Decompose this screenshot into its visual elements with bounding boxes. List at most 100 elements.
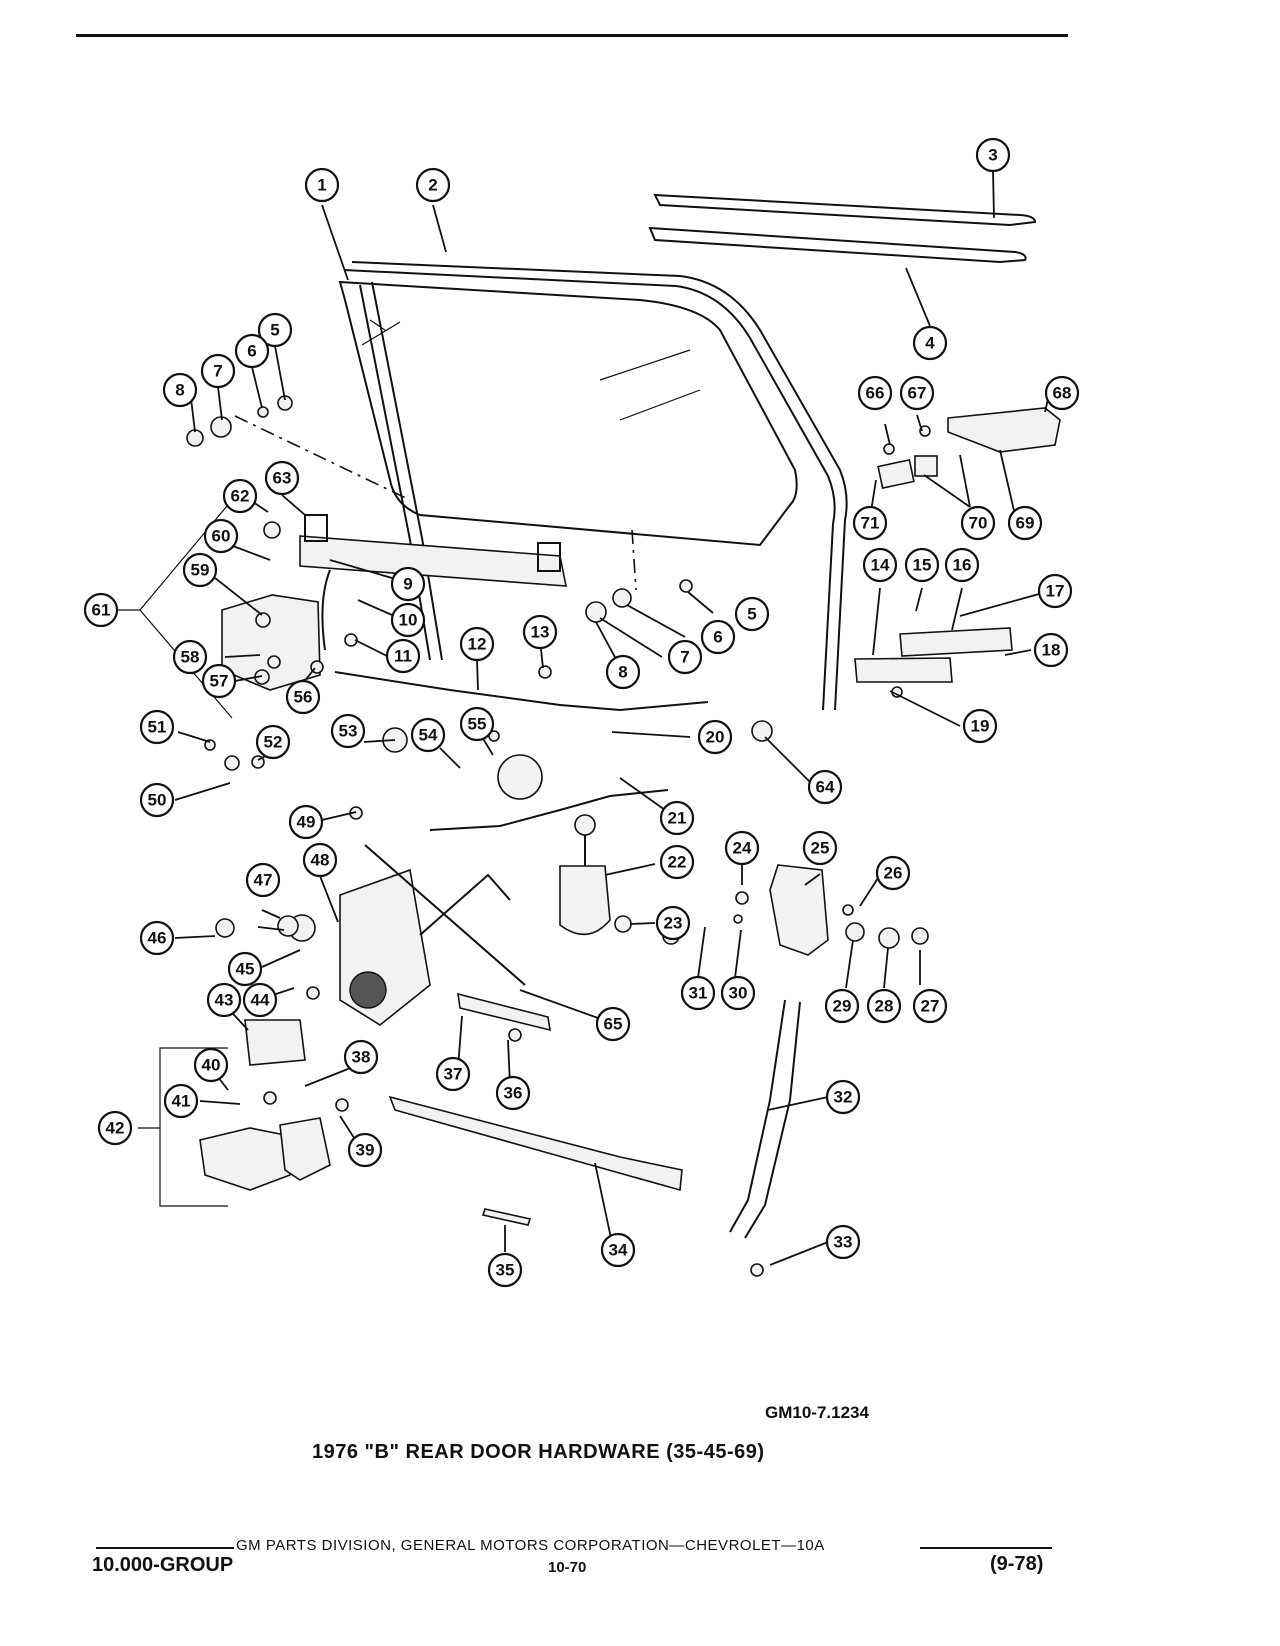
svg-text:56: 56	[294, 688, 313, 707]
callout-9: 9	[390, 566, 426, 602]
callout-44: 44	[242, 982, 278, 1018]
callout-19: 19	[962, 708, 998, 744]
svg-text:13: 13	[531, 623, 550, 642]
svg-text:62: 62	[231, 487, 250, 506]
svg-text:8: 8	[175, 381, 184, 400]
top-rule	[76, 34, 1068, 37]
svg-text:33: 33	[834, 1233, 853, 1252]
svg-text:6: 6	[247, 342, 256, 361]
callout-23: 23	[655, 905, 691, 941]
callout-20: 20	[697, 719, 733, 755]
callout-63: 63	[264, 460, 300, 496]
svg-text:36: 36	[504, 1084, 523, 1103]
bracket-42	[138, 1047, 228, 1207]
svg-text:6: 6	[713, 628, 722, 647]
lower-hinge-upper	[221, 594, 321, 691]
callout-41: 41	[163, 1083, 199, 1119]
svg-text:12: 12	[468, 635, 487, 654]
svg-text:38: 38	[352, 1048, 371, 1067]
callout-30: 30	[720, 975, 756, 1011]
callout-32: 32	[825, 1079, 861, 1115]
svg-text:65: 65	[604, 1015, 623, 1034]
callout-22: 22	[659, 844, 695, 880]
callout-13: 13	[522, 614, 558, 650]
svg-text:25: 25	[811, 839, 830, 858]
svg-text:51: 51	[148, 718, 167, 737]
small-fasteners	[186, 395, 931, 1277]
callout-38: 38	[343, 1039, 379, 1075]
callout-58: 58	[172, 639, 208, 675]
callout-36: 36	[495, 1075, 531, 1111]
svg-text:47: 47	[254, 871, 273, 890]
svg-text:60: 60	[212, 527, 231, 546]
door-glass	[338, 280, 798, 547]
svg-text:20: 20	[706, 728, 725, 747]
callout-16: 16	[944, 547, 980, 583]
callout-4: 4	[912, 325, 948, 361]
svg-text:11: 11	[394, 647, 412, 666]
window-regulator	[339, 844, 526, 1026]
callout-25: 25	[802, 830, 838, 866]
footer-date: (9-78)	[990, 1553, 1044, 1575]
svg-text:30: 30	[729, 984, 748, 1003]
callout-5: 5	[257, 312, 293, 348]
svg-text:34: 34	[609, 1241, 628, 1260]
callout-6: 6	[234, 333, 270, 369]
svg-text:26: 26	[884, 864, 903, 883]
svg-text:58: 58	[181, 648, 200, 667]
svg-text:53: 53	[339, 722, 358, 741]
svg-text:61: 61	[92, 601, 111, 620]
callout-46: 46	[139, 920, 175, 956]
callout-56: 56	[285, 679, 321, 715]
callout-55: 55	[459, 706, 495, 742]
callout-54: 54	[410, 717, 446, 753]
callout-49: 49	[288, 804, 324, 840]
svg-text:8: 8	[618, 663, 627, 682]
svg-text:48: 48	[311, 851, 330, 870]
svg-text:32: 32	[834, 1088, 853, 1107]
svg-text:28: 28	[875, 997, 894, 1016]
svg-text:5: 5	[747, 605, 756, 624]
svg-text:41: 41	[172, 1092, 191, 1111]
svg-text:44: 44	[251, 991, 270, 1010]
diagram-reference-code: GM10-7.1234	[765, 1403, 869, 1422]
svg-text:1: 1	[317, 176, 326, 195]
door-lock	[244, 864, 829, 1066]
lock-actuator	[559, 814, 611, 936]
callout-66: 66	[857, 375, 893, 411]
svg-text:9: 9	[403, 575, 412, 594]
svg-text:66: 66	[866, 384, 885, 403]
svg-text:3: 3	[988, 146, 997, 165]
callout-45: 45	[227, 951, 263, 987]
glass-run-channel	[343, 261, 848, 711]
svg-text:21: 21	[668, 809, 687, 828]
svg-text:2: 2	[428, 176, 437, 195]
inner-panel-strip	[388, 992, 683, 1226]
svg-text:4: 4	[925, 334, 935, 353]
callout-7b: 7	[667, 639, 703, 675]
callout-11: 11	[385, 638, 421, 674]
callout-6b: 6	[700, 619, 736, 655]
svg-text:40: 40	[202, 1056, 221, 1075]
callout-37: 37	[435, 1056, 471, 1092]
callout-40: 40	[193, 1047, 229, 1083]
callout-3: 3	[975, 137, 1011, 173]
svg-text:24: 24	[733, 839, 752, 858]
dash-guide-lines	[234, 415, 637, 591]
callout-61: 61	[83, 592, 119, 628]
callout-33: 33	[825, 1224, 861, 1260]
footer-group: 10.000-GROUP	[92, 1554, 234, 1576]
callout-43: 43	[206, 982, 242, 1018]
svg-text:29: 29	[833, 997, 852, 1016]
diagram-caption: 1976 "B" REAR DOOR HARDWARE (35-45-69)	[312, 1441, 765, 1463]
callout-68: 68	[1044, 375, 1080, 411]
callout-39: 39	[347, 1132, 383, 1168]
svg-text:45: 45	[236, 960, 255, 979]
rear-run-channel	[729, 999, 801, 1239]
callout-28: 28	[866, 988, 902, 1024]
svg-text:7: 7	[680, 648, 689, 667]
callout-7: 7	[200, 353, 236, 389]
svg-text:50: 50	[148, 791, 167, 810]
callout-21: 21	[659, 800, 695, 836]
